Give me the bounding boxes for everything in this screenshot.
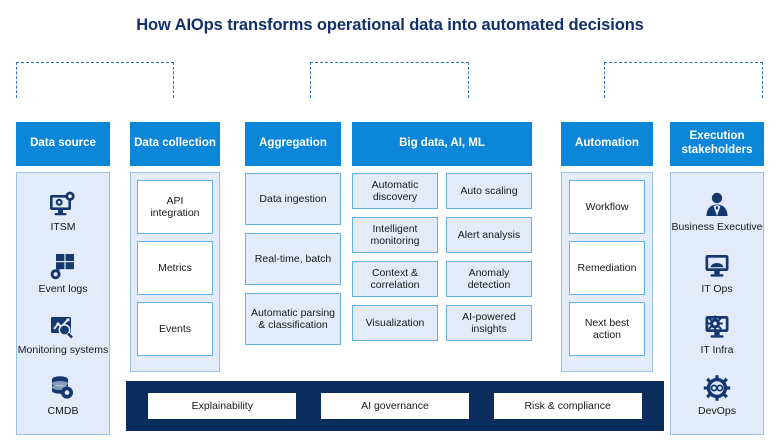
data-source-item-monitoring-systems[interactable]: Monitoring systems <box>17 312 109 357</box>
column-header-execution-stakeholders: Execution stakeholders <box>670 122 764 166</box>
column-data-collection: Data collection API integration Metrics … <box>130 122 220 372</box>
gear-infinity-icon <box>700 373 734 403</box>
governance-box-ai-governance[interactable]: AI governance <box>320 393 469 419</box>
stakeholder-label-business-executive: Business Executive <box>671 221 763 234</box>
data-source-item-event-logs[interactable]: Event logs <box>17 251 109 296</box>
stakeholder-item-business-executive[interactable]: Business Executive <box>671 189 763 234</box>
big-data-box-intelligent-monitoring[interactable]: Intelligent monitoring <box>352 217 438 253</box>
stakeholder-item-it-ops[interactable]: IT Ops <box>671 251 763 296</box>
stakeholder-item-devops[interactable]: DevOps <box>671 373 763 418</box>
panel-execution-stakeholders: Business Executive IT Ops <box>670 172 764 435</box>
chart-search-icon <box>46 312 80 342</box>
stack-aggregation: Data ingestion Real-time, batch Automati… <box>245 173 341 345</box>
column-execution-stakeholders: Execution stakeholders Business Executiv… <box>670 122 764 435</box>
big-data-box-ai-powered-insights[interactable]: AI-powered insights <box>446 305 532 341</box>
column-header-data-source: Data source <box>16 122 110 166</box>
big-data-box-alert-analysis[interactable]: Alert analysis <box>446 217 532 253</box>
monitor-gear-icon <box>46 189 80 219</box>
stakeholder-label-it-ops: IT Ops <box>701 282 733 295</box>
data-source-label-cmdb: CMDB <box>47 405 79 417</box>
grid-big-data: Automatic discovery Intelligent monitori… <box>352 173 532 341</box>
monitor-cog-icon <box>700 312 734 342</box>
stakeholder-label-it-infra: IT Infra <box>700 343 734 356</box>
grid-gear-icon <box>46 251 80 281</box>
column-header-aggregation: Aggregation <box>245 122 341 166</box>
data-source-item-cmdb[interactable]: CMDB <box>17 373 109 418</box>
column-header-data-collection: Data collection <box>130 122 220 166</box>
panel-data-source: ITSM Event logs <box>16 172 110 435</box>
big-data-box-auto-scaling[interactable]: Auto scaling <box>446 173 532 209</box>
data-collection-box-api-integration[interactable]: API integration <box>137 180 213 234</box>
governance-box-explainability[interactable]: Explainability <box>148 393 297 419</box>
automation-box-remediation[interactable]: Remediation <box>569 241 645 295</box>
governance-bar: Explainability AI governance Risk & comp… <box>126 381 664 431</box>
bracket-right <box>604 62 763 98</box>
data-source-label-itsm: ITSM <box>50 221 76 234</box>
column-data-source: Data source ITSM <box>16 122 110 435</box>
bracket-middle <box>310 62 469 98</box>
big-data-box-context-correlation[interactable]: Context & correlation <box>352 261 438 297</box>
big-data-box-anomaly-detection[interactable]: Anomaly detection <box>446 261 532 297</box>
big-data-column-left: Automatic discovery Intelligent monitori… <box>352 173 438 341</box>
data-source-item-itsm[interactable]: ITSM <box>17 189 109 234</box>
governance-box-risk-compliance[interactable]: Risk & compliance <box>493 393 642 419</box>
data-source-label-monitoring-systems: Monitoring systems <box>17 343 109 356</box>
big-data-box-visualization[interactable]: Visualization <box>352 305 438 341</box>
aggregation-box-real-time-batch[interactable]: Real-time, batch <box>245 233 341 285</box>
data-source-label-event-logs: Event logs <box>38 282 88 295</box>
big-data-column-right: Auto scaling Alert analysis Anomaly dete… <box>446 173 532 341</box>
stakeholder-item-it-infra[interactable]: IT Infra <box>671 312 763 357</box>
panel-automation: Workflow Remediation Next best action <box>561 172 653 372</box>
automation-box-workflow[interactable]: Workflow <box>569 180 645 234</box>
bracket-left <box>16 62 174 98</box>
person-icon <box>700 189 734 219</box>
aggregation-box-automatic-parsing[interactable]: Automatic parsing & classification <box>245 293 341 345</box>
column-automation: Automation Workflow Remediation Next bes… <box>561 122 653 372</box>
monitor-icon <box>700 251 734 281</box>
page-title: How AIOps transforms operational data in… <box>136 16 644 34</box>
automation-box-next-best-action[interactable]: Next best action <box>569 302 645 356</box>
stakeholder-label-devops: DevOps <box>698 405 736 417</box>
data-collection-box-events[interactable]: Events <box>137 302 213 356</box>
column-aggregation: Aggregation Data ingestion Real-time, ba… <box>245 122 341 345</box>
big-data-box-automatic-discovery[interactable]: Automatic discovery <box>352 173 438 209</box>
data-collection-box-metrics[interactable]: Metrics <box>137 241 213 295</box>
database-gear-icon <box>46 373 80 403</box>
panel-data-collection: API integration Metrics Events <box>130 172 220 372</box>
column-header-automation: Automation <box>561 122 653 166</box>
aggregation-box-data-ingestion[interactable]: Data ingestion <box>245 173 341 225</box>
column-header-big-data-ai-ml: Big data, AI, ML <box>352 122 532 166</box>
column-big-data-ai-ml: Big data, AI, ML Automatic discovery Int… <box>352 122 532 341</box>
